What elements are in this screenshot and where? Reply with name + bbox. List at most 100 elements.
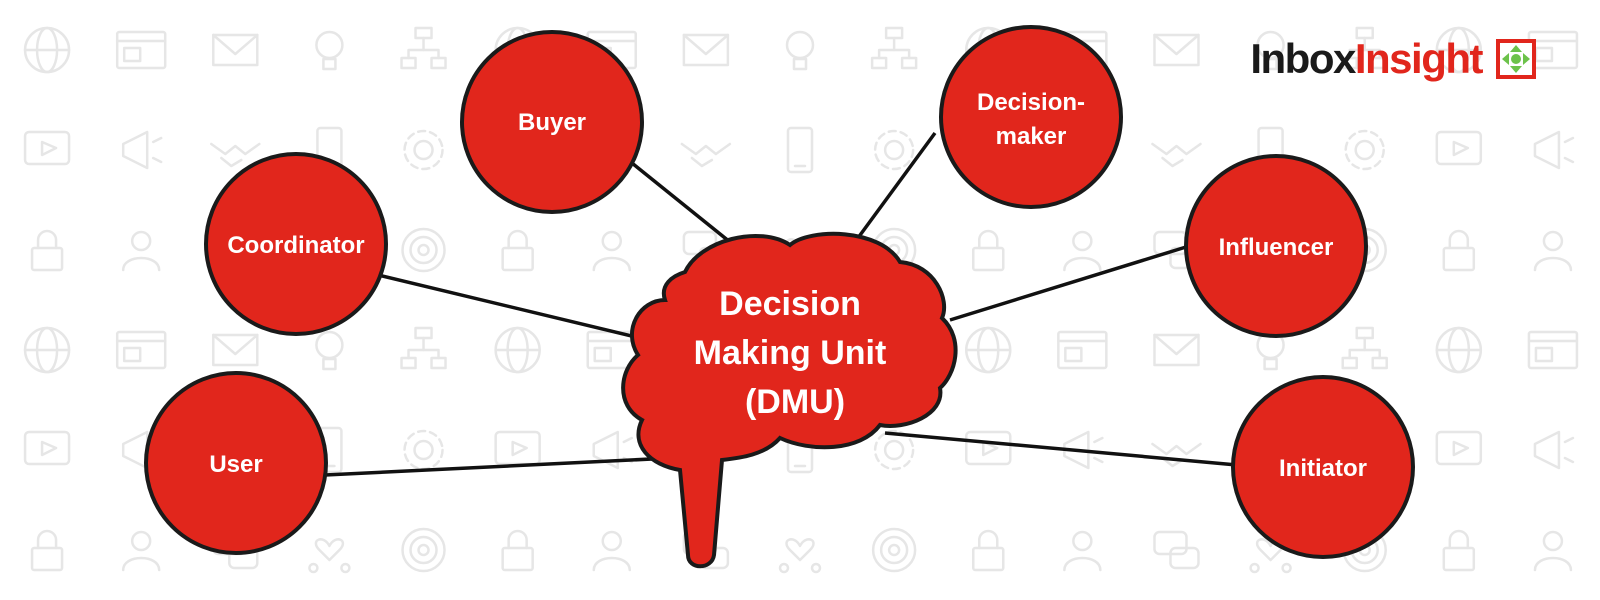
node-decision-maker-label-line-1: Decision- (977, 89, 1085, 116)
person-icon (592, 530, 632, 572)
globe-icon (494, 326, 541, 374)
target-icon (871, 527, 917, 573)
flowchart-icon (400, 326, 447, 370)
lock-icon (30, 529, 64, 572)
flowchart-icon (1341, 326, 1388, 370)
lightbulb-icon (785, 30, 815, 71)
logo-wordmark: InboxInsight (1250, 35, 1484, 82)
node-user-circle (144, 371, 328, 555)
dmu-center-cloud: Decision Making Unit (DMU) (621, 231, 958, 569)
heart-network-icon (308, 538, 351, 574)
lightbulb-icon (1256, 30, 1285, 71)
node-initiator-circle (1231, 375, 1415, 559)
node-influencer-label: Influencer (1219, 234, 1334, 261)
node-buyer-label: Buyer (518, 109, 586, 136)
play-button-icon (964, 430, 1012, 466)
person-icon (121, 230, 161, 272)
node-coordinator-circle (204, 152, 388, 336)
lock-icon (501, 229, 534, 272)
node-influencer: Influencer (1184, 154, 1368, 338)
megaphone-icon (1063, 430, 1104, 470)
email-icon (1153, 333, 1200, 367)
inboxinsight-mark-icon (1496, 39, 1536, 79)
flowchart-icon (870, 26, 918, 70)
center-cloud-shape (621, 231, 958, 569)
center-label-line-3: (DMU) (745, 383, 845, 421)
heart-network-icon (778, 538, 822, 574)
email-icon (682, 33, 730, 67)
logo-wordmark-insight: Insight (1354, 35, 1484, 82)
globe-icon (23, 26, 71, 74)
lock-icon (1442, 529, 1476, 572)
connector-lines (324, 131, 1238, 477)
node-coordinator: Coordinator (204, 152, 388, 336)
person-icon (1063, 530, 1102, 572)
connector-decision-maker (853, 131, 937, 244)
node-coordinator-label: Coordinator (227, 232, 364, 259)
center-label-line-1: Decision (719, 285, 861, 323)
browser-window-icon (1057, 330, 1108, 370)
connector-user (324, 456, 673, 477)
target-icon (401, 227, 446, 273)
mobile-phone-icon (786, 126, 814, 174)
globe-icon (1435, 326, 1483, 374)
handshake-icon (210, 142, 261, 168)
megaphone-icon (121, 130, 163, 170)
play-button-icon (23, 130, 71, 166)
gear-icon (873, 429, 915, 471)
lock-icon (501, 529, 534, 572)
node-buyer: Buyer (460, 30, 644, 214)
browser-window-icon (115, 30, 167, 70)
megaphone-icon (1533, 130, 1575, 170)
email-icon (212, 333, 259, 367)
person-icon (1533, 530, 1573, 572)
handshake-icon (680, 142, 732, 168)
browser-window-icon (115, 330, 167, 370)
gear-icon (1344, 129, 1385, 171)
gear-icon (403, 129, 444, 171)
node-buyer-circle (460, 30, 644, 214)
globe-icon (23, 326, 71, 374)
logo-wordmark-inbox: Inbox (1250, 35, 1356, 82)
connector-buyer (620, 153, 732, 244)
node-decision-maker: Decision- maker (939, 25, 1123, 209)
lock-icon (971, 529, 1005, 572)
center-label-line-2: Making Unit (694, 334, 887, 372)
email-icon (212, 33, 259, 67)
person-icon (1063, 230, 1102, 272)
person-icon (121, 530, 161, 572)
lightbulb-icon (315, 330, 344, 371)
node-decision-maker-label-line-2: maker (996, 123, 1067, 150)
person-icon (592, 230, 632, 272)
node-initiator: Initiator (1231, 375, 1415, 559)
node-user: User (144, 371, 328, 555)
handshake-icon (1151, 142, 1202, 168)
gear-icon (873, 129, 915, 171)
globe-icon (964, 326, 1012, 374)
browser-window-icon (1527, 330, 1579, 370)
megaphone-icon (1533, 430, 1575, 470)
node-user-label: User (209, 451, 262, 478)
connector-influencer (949, 245, 1187, 322)
flowchart-icon (1341, 26, 1388, 70)
node-decision-maker-circle (939, 25, 1123, 209)
play-button-icon (1435, 130, 1483, 166)
connector-coordinator (377, 273, 641, 340)
play-button-icon (1435, 430, 1483, 466)
play-button-icon (23, 430, 71, 466)
inboxinsight-logo: InboxInsight (1250, 34, 1538, 84)
globe-icon (1435, 26, 1483, 74)
lock-icon (30, 229, 64, 272)
node-influencer-circle (1184, 154, 1368, 338)
lock-icon (971, 229, 1005, 272)
person-icon (1533, 230, 1573, 272)
handshake-icon (1151, 442, 1202, 468)
node-initiator-label: Initiator (1279, 455, 1367, 482)
flowchart-icon (400, 26, 447, 70)
email-icon (1153, 33, 1200, 67)
lock-icon (1442, 229, 1476, 272)
connector-initiator (884, 431, 1238, 467)
lightbulb-icon (315, 30, 344, 71)
target-icon (401, 527, 446, 573)
